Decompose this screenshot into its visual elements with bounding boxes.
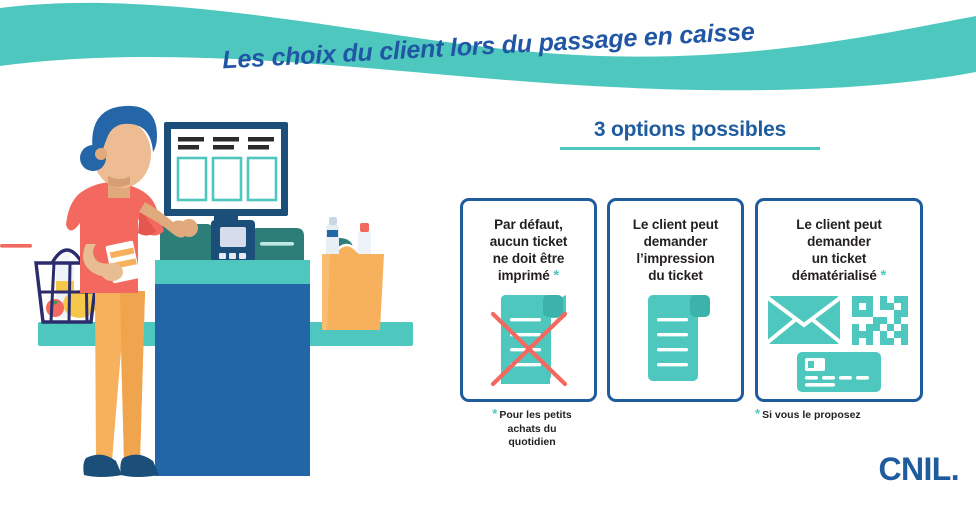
cnil-logo: CNIL. [878,451,959,487]
self-checkout-screen [164,122,288,228]
card2-line2: demander [643,234,708,249]
qrcode-icon [852,295,908,345]
payment-card-icon [797,351,881,392]
option-card-digital-ticket[interactable]: Le client peut demander un ticket dématé… [755,198,923,402]
card2-line4: du ticket [648,268,703,283]
section-heading-text: 3 options possibles [593,118,787,141]
card1-line2: aucun ticket [489,234,568,249]
section-heading: 3 options possibles [560,118,820,150]
counter-top [155,260,310,284]
header-banner: Les choix du client lors du passage en c… [0,0,976,96]
shopper-figure [66,105,198,477]
checkout-illustration [0,96,450,500]
option-card-title: Le client peut demander un ticket dématé… [786,216,892,284]
footnote1-line3: quotidien [508,436,556,448]
section-heading-rule [560,147,820,150]
option-card-default-no-ticket[interactable]: Par défaut, aucun ticket ne doit être im… [460,198,597,402]
card1-asterisk: * [553,267,560,284]
grocery-bag-icon [322,217,384,330]
option-card-print-ticket[interactable]: Le client peut demander l’impression du … [607,198,744,402]
footnote-if-offered: *Si vous le proposez [755,407,935,423]
receipt-crossed-out-icon [463,284,594,399]
envelope-icon [766,295,842,344]
card3-line4: dématérialisé [791,268,877,283]
footnote1-line2: achats du [507,422,557,435]
card3-line3: un ticket [811,251,867,266]
card1-line1: Par défaut, [494,217,563,232]
options-panel: 3 options possibles Par défaut, aucun ti… [450,104,976,500]
card3-line1: Le client peut [796,217,882,232]
card3-asterisk: * [880,267,887,284]
card3-line2: demander [807,234,871,249]
card2-line1: Le client peut [632,217,719,232]
footnote1-line1: Pour les petits [499,409,572,421]
option-card-title: Le client peut demander l’impression du … [627,216,725,284]
footnote-asterisk: * [492,406,498,421]
footnote-small-purchases: *Pour les petits achats du quotidien [462,407,602,450]
footnote2-line1: Si vous le proposez [762,409,861,421]
card1-line4: imprimé [497,268,550,283]
card1-line3: ne doit être [492,251,565,266]
receipt-icon [610,284,741,399]
digital-ticket-icons [758,284,920,399]
option-card-title: Par défaut, aucun ticket ne doit être im… [484,216,574,284]
card2-line3: l’impression [636,251,715,266]
footnote-asterisk: * [755,406,761,421]
options-cards: Par défaut, aucun ticket ne doit être im… [455,198,975,402]
counter-front [155,284,310,476]
